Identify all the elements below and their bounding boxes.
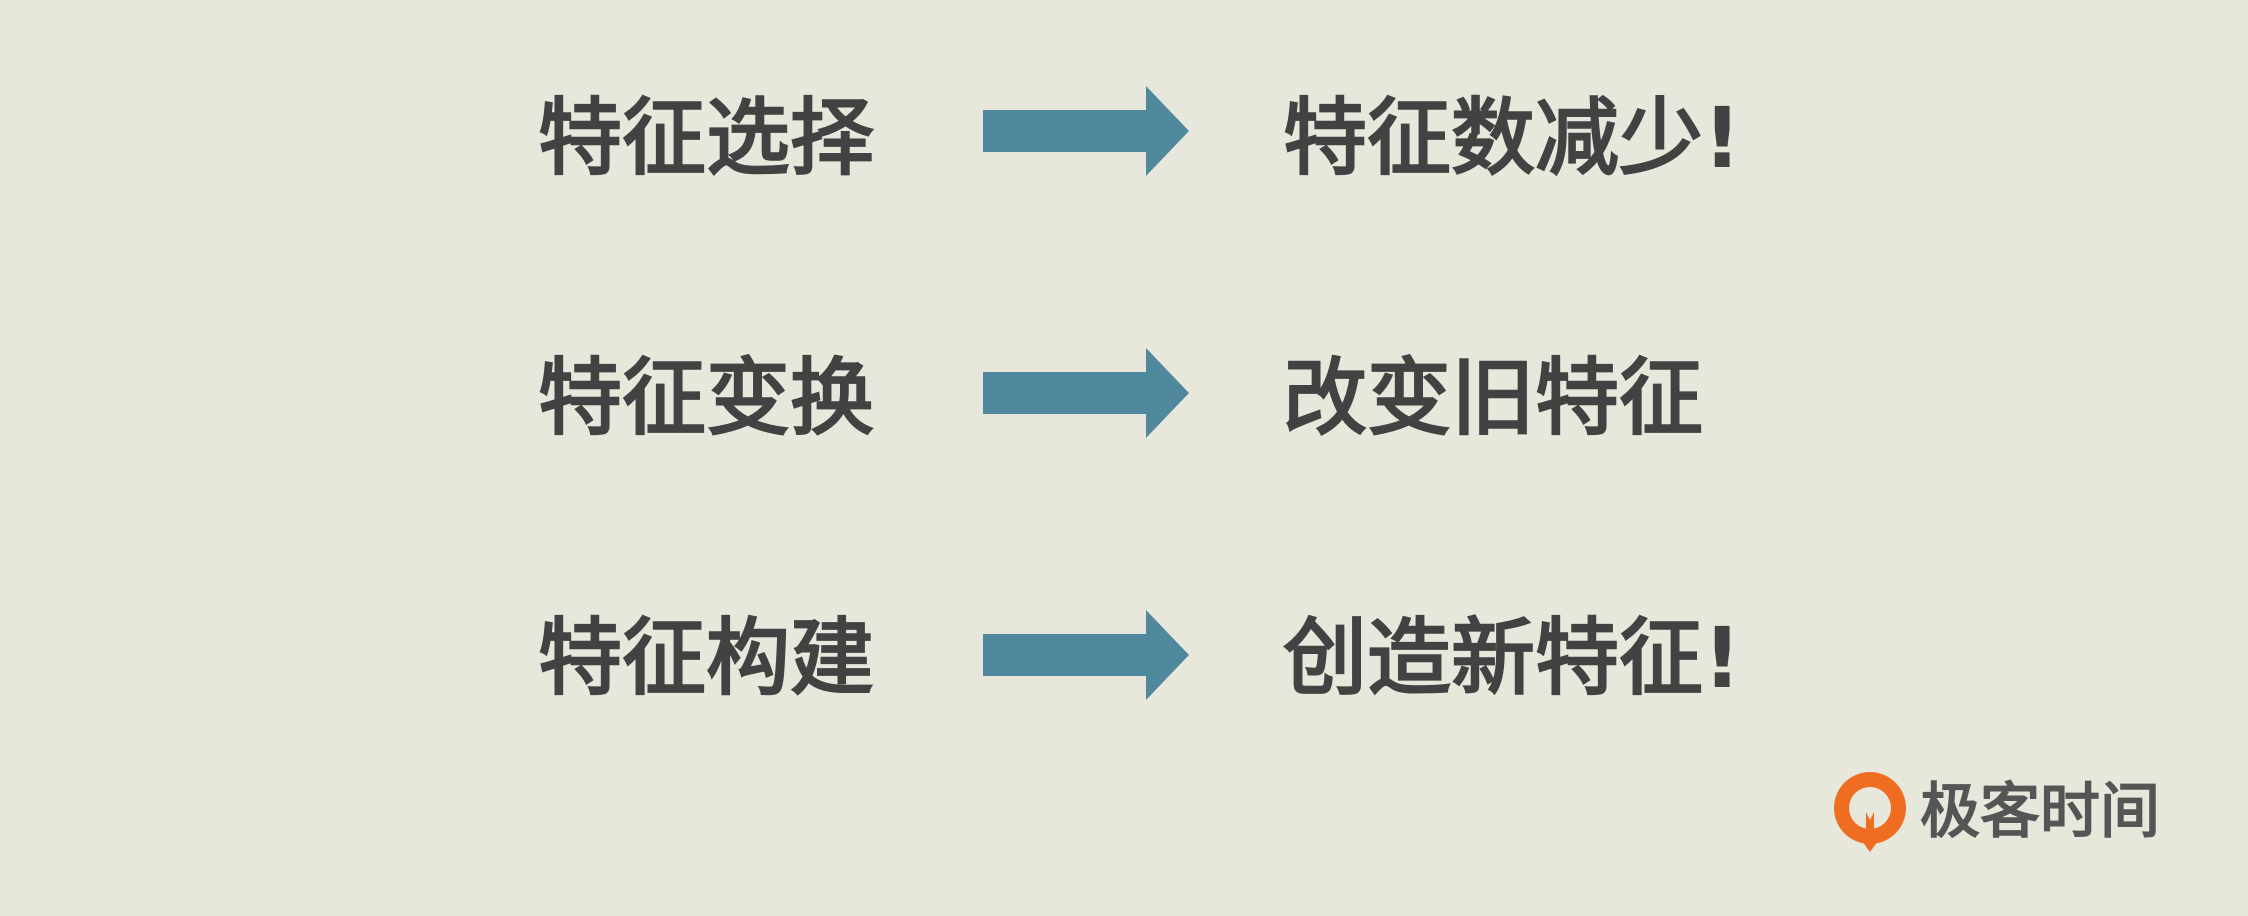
row-1-arrow-icon: [983, 86, 1189, 176]
row-2-result-label: 改变旧特征: [1283, 349, 1704, 447]
row-1-result-label: 特征数减少!: [1283, 89, 1742, 187]
geektime-logo-icon: [1834, 772, 1906, 852]
row-3-source-label: 特征构建: [538, 609, 875, 707]
row-2-arrow-icon: [983, 348, 1189, 438]
geektime-logo-text: 极客时间: [1920, 777, 2160, 847]
row-2-source-label: 特征变换: [538, 349, 875, 447]
row-3-arrow-icon: [983, 610, 1189, 700]
row-1-source-label: 特征选择: [538, 89, 875, 187]
row-3-result-label: 创造新特征!: [1283, 609, 1742, 707]
